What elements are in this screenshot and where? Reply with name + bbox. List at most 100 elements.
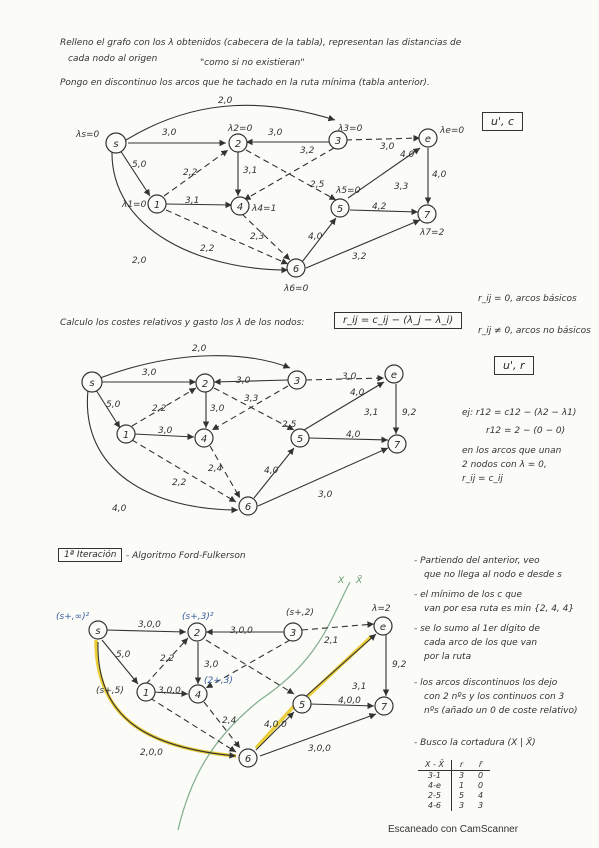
g1-arc-12: 2,2 — [183, 168, 198, 178]
g3-cut-x: X — [338, 576, 345, 586]
svg-text:1: 1 — [154, 200, 160, 211]
svg-text:4: 4 — [195, 690, 201, 701]
node-2 — [228, 133, 248, 153]
costs-text: Calculo los costes relativos y gasto los… — [60, 318, 305, 328]
cut-table: X - X̄ r r̄ 3-1 3 0 4-e 1 0 2-5 5 4 4- — [418, 760, 491, 811]
g1-arc-16: 2,2 — [200, 244, 215, 254]
g3-node-4-label: (2+,3) — [204, 676, 233, 686]
iter-note-7: - los arcos discontinuos los dejo — [414, 678, 558, 688]
costs-note-1: r_ij = 0, arcos básicos — [478, 294, 577, 304]
g3-arc-56: 4,0,0 — [264, 720, 287, 730]
cut-row: 2-5 5 4 — [418, 791, 490, 801]
g3-arc-12: 2,2 — [160, 654, 175, 664]
g2-arc-e5: 4,0 — [350, 388, 365, 398]
g2-arc-12: 2,2 — [152, 404, 167, 414]
cut-cell: 5 — [458, 791, 465, 800]
cut-cell: 1 — [458, 781, 465, 790]
svg-text:e: e — [425, 134, 431, 145]
iter-note-8: con 2 nºs y los continuos con 3 — [424, 692, 565, 702]
svg-text:7: 7 — [424, 210, 431, 221]
node-5 — [330, 198, 350, 218]
g1-arc-67: 3,2 — [352, 252, 367, 262]
g2-arc-35: 3,3 — [244, 394, 259, 404]
svg-text:3: 3 — [290, 628, 296, 639]
arc-5-7 — [349, 208, 419, 216]
g1-lambda-1: λ1=0 — [122, 200, 147, 210]
g1-arc-s6: 2,0 — [132, 256, 147, 266]
g1-lambda-s: λs=0 — [76, 130, 100, 140]
cut-header-arc: X - X̄ — [418, 760, 452, 771]
g2-arc-s3: 2,0 — [192, 344, 207, 354]
g1-arc-s1: 5,0 — [132, 160, 147, 170]
svg-text:7: 7 — [394, 440, 401, 451]
svg-text:3: 3 — [294, 376, 300, 387]
costs-formula: r_ij = c_ij − (λ_j − λ_i) — [334, 312, 463, 329]
intro-quote: "como si no existieran" — [200, 58, 305, 68]
g2-arc-56: 4,0 — [264, 466, 279, 476]
node-s — [105, 132, 127, 154]
iter-note-4: - se lo sumo al 1er dígito de — [414, 624, 540, 634]
intro-line-1: Relleno el grafo con los λ obtenidos (ca… — [60, 38, 462, 48]
g1-arc-5e: 3,3 — [394, 182, 409, 192]
cut-cell: 2-5 — [418, 791, 452, 801]
g2-arc-67: 3,0 — [318, 490, 333, 500]
arc-s-3 — [125, 104, 336, 141]
svg-text:s: s — [89, 378, 94, 389]
g1-arc-14: 3,1 — [185, 196, 200, 206]
arc-s-6 — [111, 149, 289, 274]
g3-arc-e5: 3,1 — [352, 682, 367, 692]
iteration-title: 1ª Iteración — [58, 548, 123, 562]
node-6 — [286, 258, 306, 278]
iter-note-9: nºs (añado un 0 de coste relativo) — [424, 706, 578, 716]
g2-arc-s6: 4,0 — [112, 504, 127, 514]
g1-arc-46: 2,3 — [250, 232, 265, 242]
g3-arc-s2: 3,0,0 — [138, 620, 161, 630]
svg-text:6: 6 — [293, 264, 299, 275]
iter-note-5: cada arco de los que van — [424, 638, 538, 648]
arc-5-e — [347, 147, 421, 199]
svg-text:2: 2 — [194, 628, 200, 639]
g3-node-s-label: (s+,∞)² — [56, 612, 90, 622]
scanner-footer: Escaneado con CamScanner — [388, 824, 519, 835]
cut-cell: 4-6 — [418, 801, 452, 811]
g1-lambda-e: λe=0 — [440, 126, 465, 136]
g2-arc-e7: 9,2 — [402, 408, 417, 418]
g1-lambda-3: λ3=0 — [338, 124, 363, 134]
iter-note-10: - Busco la cortadura (X | X̄) — [414, 738, 536, 748]
svg-text:7: 7 — [381, 702, 388, 713]
svg-text:5: 5 — [337, 204, 343, 215]
cut-cell: 0 — [478, 781, 484, 790]
g3-cut-xbar: X̄ — [356, 576, 363, 586]
g3-node-1-label: (s+,5) — [96, 686, 124, 696]
g1-arc-56: 4,0 — [308, 232, 323, 242]
svg-text:6: 6 — [245, 754, 251, 765]
g3-arc-57: 4,0,0 — [338, 696, 361, 706]
g2-arc-14: 3,0 — [158, 426, 173, 436]
costs-note-2: r_ij ≠ 0, arcos no básicos — [478, 326, 591, 336]
g1-arc-s2: 3,0 — [162, 128, 177, 138]
g2-arc-7e: 3,1 — [364, 408, 379, 418]
g2-arc-24: 3,0 — [210, 404, 225, 414]
cut-cell: 4-e — [418, 781, 452, 791]
cut-cell: 0 — [478, 771, 484, 780]
intro-line-3: Pongo en discontinuo los arcos que he ta… — [60, 78, 430, 88]
cut-header-r: r — [451, 760, 472, 771]
g1-arc-57: 4,2 — [372, 202, 387, 212]
g2-arc-32: 3,0 — [236, 376, 251, 386]
g1-arc-e5: 4,0 — [400, 150, 415, 160]
g3-arc-3e: 2,1 — [324, 636, 339, 646]
svg-text:e: e — [380, 622, 386, 633]
arc-6-7 — [305, 219, 421, 269]
g1-lambda-2: λ2=0 — [228, 124, 253, 134]
svg-text:4: 4 — [237, 202, 243, 213]
g3-arc-46: 2,4 — [222, 716, 237, 726]
costs-ex-2: r12 = 2 − (0 − 0) — [486, 426, 566, 436]
svg-text:2: 2 — [202, 379, 208, 390]
arc-1-4 — [165, 201, 233, 209]
g3-arc-s1: 5,0 — [116, 650, 131, 660]
iter-note-3: van por esa ruta es min {2, 4, 4} — [424, 604, 575, 614]
node-1 — [147, 194, 167, 214]
g2-arc-57: 4,0 — [346, 430, 361, 440]
iter-note-1: que no llega al nodo e desde s — [424, 570, 562, 580]
